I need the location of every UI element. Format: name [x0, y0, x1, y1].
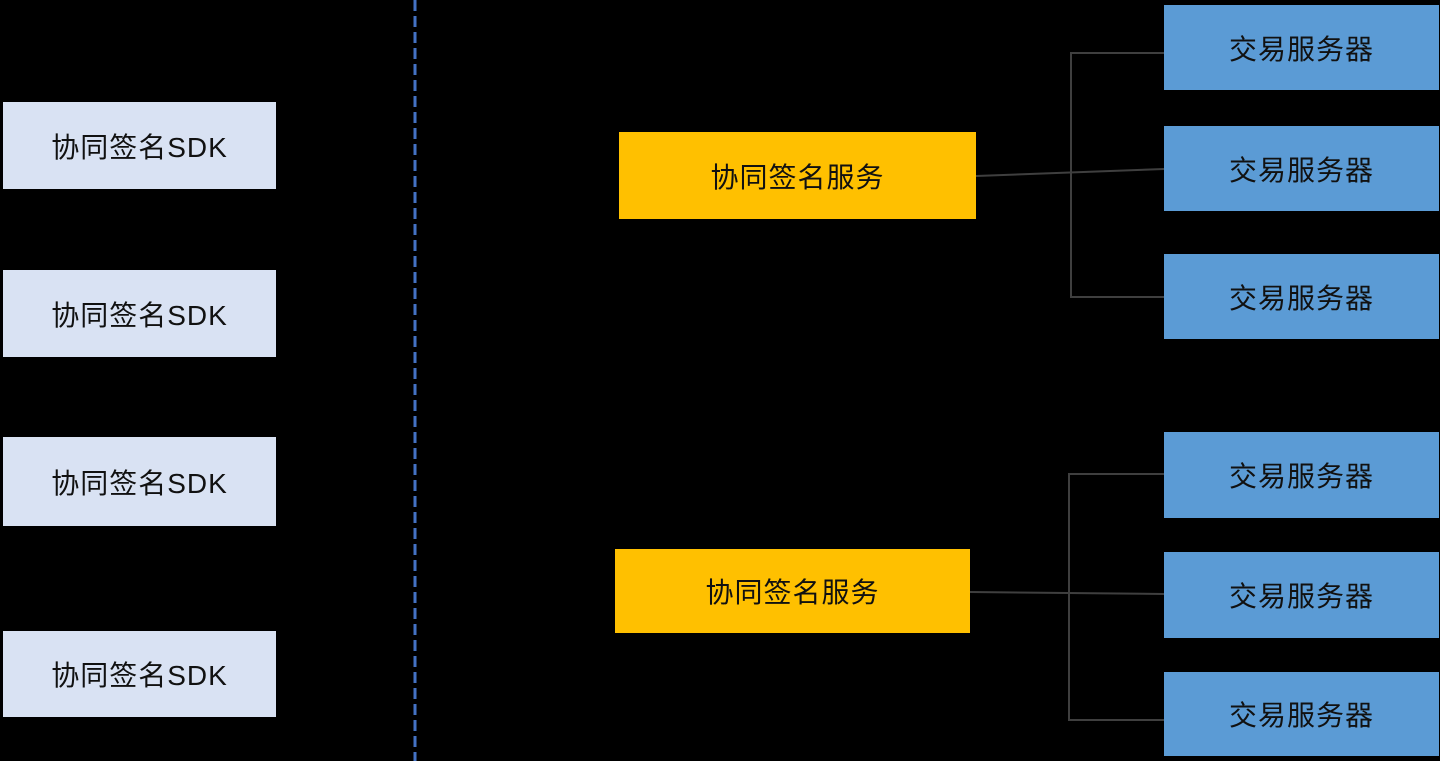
sdk-box-label: 协同签名SDK: [51, 467, 228, 499]
sdk-box: 协同签名SDK: [3, 437, 276, 526]
server-box-label: 交易服务器: [1228, 700, 1374, 731]
sdk-box: 协同签名SDK: [3, 102, 276, 189]
server-box: 交易服务器: [1164, 126, 1439, 211]
server-box-label: 交易服务器: [1228, 154, 1374, 186]
service-box: 协同签名服务: [615, 549, 970, 633]
sdk-box-label: 协同签名SDK: [51, 299, 228, 331]
server-box-label: 交易服务器: [1228, 461, 1374, 492]
server-box-label: 交易服务器: [1228, 282, 1374, 314]
server-box: 交易服务器: [1164, 432, 1439, 518]
sdk-box: 协同签名SDK: [3, 270, 276, 357]
connector-top-main: [975, 168, 1165, 177]
server-box: 交易服务器: [1164, 552, 1439, 638]
server-box-label: 交易服务器: [1228, 581, 1374, 612]
service-box: 协同签名服务: [619, 132, 976, 219]
sdk-box-label: 协同签名SDK: [51, 660, 228, 691]
service-box-label: 协同签名服务: [710, 161, 885, 193]
server-box: 交易服务器: [1164, 5, 1439, 90]
connector-bottom-main: [969, 591, 1165, 595]
service-box-label: 协同签名服务: [705, 577, 880, 608]
sdk-box: 协同签名SDK: [3, 631, 276, 717]
server-box: 交易服务器: [1164, 672, 1439, 756]
sdk-box-label: 协同签名SDK: [51, 131, 228, 163]
server-box: 交易服务器: [1164, 254, 1439, 339]
server-box-label: 交易服务器: [1228, 33, 1374, 65]
